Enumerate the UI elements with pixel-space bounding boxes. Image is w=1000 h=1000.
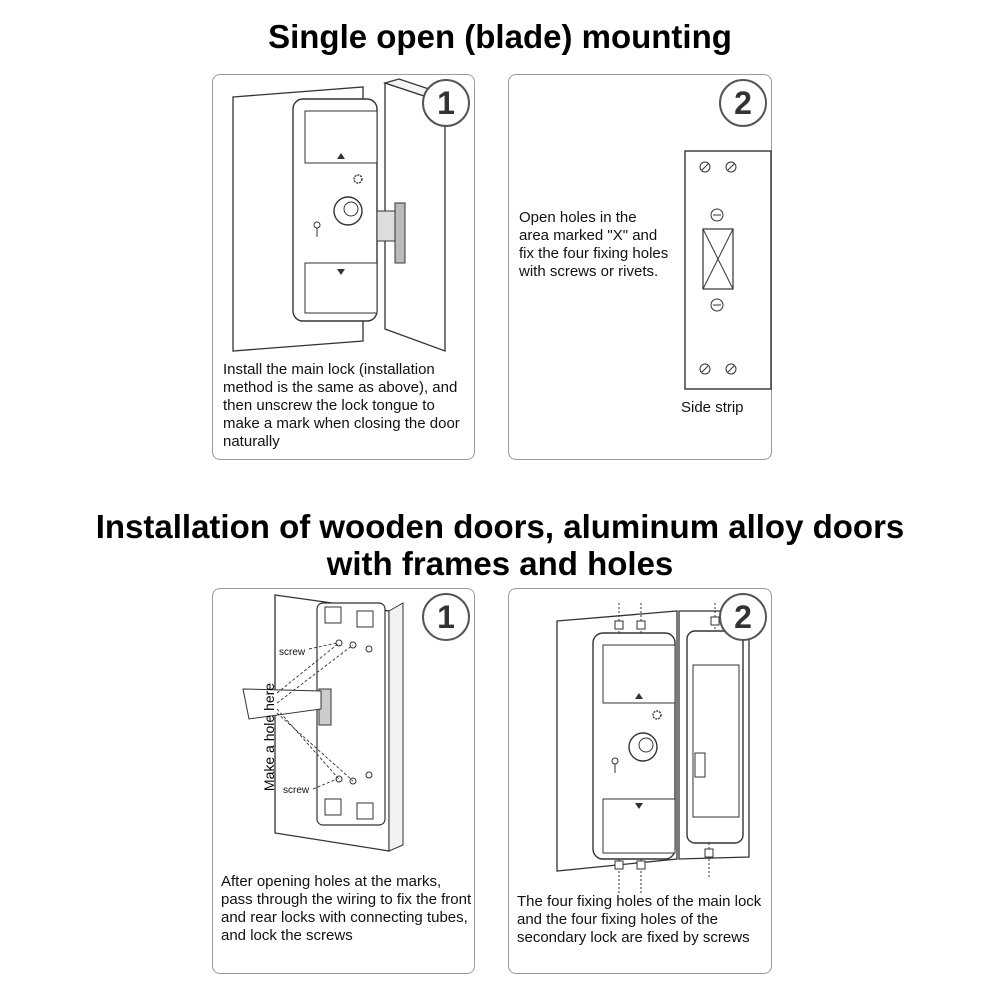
step-number-badge: 1 (422, 79, 470, 127)
up-arrow-icon (337, 153, 345, 159)
down-arrow-icon (635, 803, 643, 809)
make-hole-label: Make a hole here (261, 682, 277, 792)
gear-icon (353, 174, 363, 184)
section1-title: Single open (blade) mounting (268, 18, 732, 55)
step-description: Open holes in the area marked "X" and fi… (519, 209, 669, 280)
step-number-badge: 1 (422, 593, 470, 641)
step-description: The four fixing holes of the main lock a… (517, 893, 762, 946)
section2-title-line1: Installation of wooden doors, aluminum a… (95, 508, 905, 545)
down-arrow-icon (337, 269, 345, 275)
panel-frame-step-2: 2 The four fixing holes of the main lock… (508, 588, 772, 974)
step-description: Install the main lock (installation meth… (223, 361, 460, 450)
section2-title-line2: with frames and holes (326, 545, 674, 582)
panel-blade-step-2: 2 Open holes in the area marked "X" and … (508, 74, 772, 460)
screw-label-bottom: screw (283, 785, 310, 796)
gear-icon (652, 710, 662, 720)
screw-label-top: screw (279, 647, 306, 658)
side-strip-label: Side strip (681, 399, 744, 416)
panel-blade-step-1: 1 Install the main lock (installation me… (212, 74, 475, 460)
panel-frame-step-1: 1 Make a hole here screw screw After ope… (212, 588, 475, 974)
mounting-plate-illustration (242, 594, 404, 852)
step-description: After opening holes at the marks, pass t… (221, 873, 472, 944)
up-arrow-icon (635, 693, 643, 699)
main-lock-illustration (232, 78, 462, 352)
step-number-badge: 2 (719, 593, 767, 641)
step-number-badge: 2 (719, 79, 767, 127)
lock-pair-illustration (556, 603, 750, 893)
side-strip-illustration (684, 150, 772, 390)
